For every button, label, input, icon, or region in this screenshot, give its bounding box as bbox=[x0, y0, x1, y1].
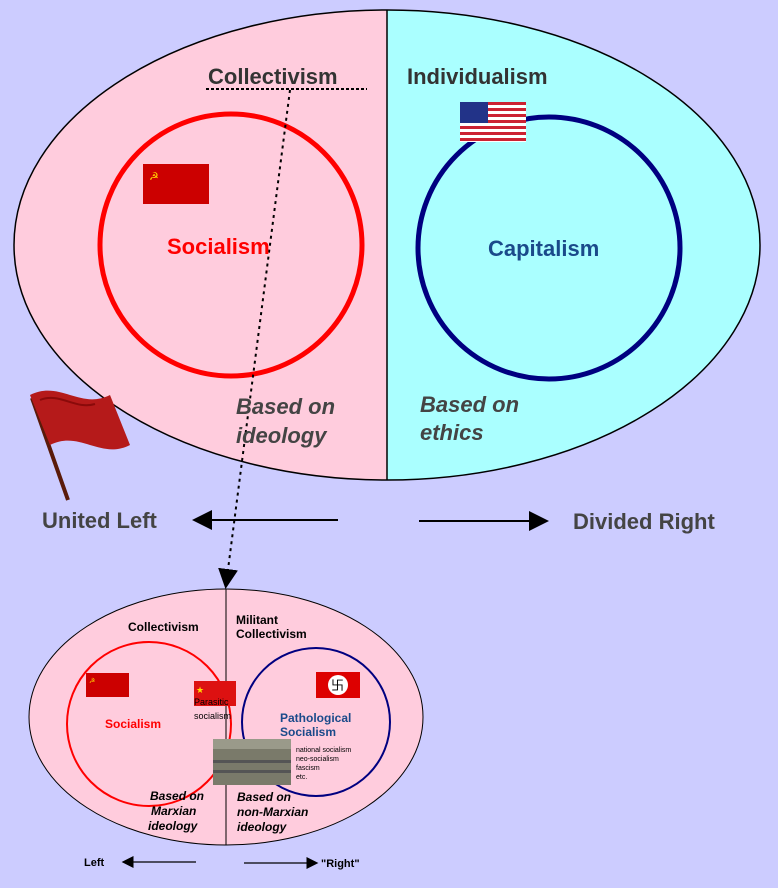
nonmarxian-line1: Based on bbox=[237, 790, 291, 804]
parasitic-line1: Parasitic bbox=[194, 697, 229, 707]
left-basis-line1: Based on bbox=[236, 394, 335, 419]
svg-text:卐: 卐 bbox=[331, 678, 344, 693]
right-basis-line1: Based on bbox=[420, 392, 519, 417]
marching-troops-image bbox=[213, 739, 291, 785]
mini-right-label: "Right" bbox=[321, 858, 360, 870]
marxian-line3: ideology bbox=[148, 819, 199, 833]
mini-socialism-circle bbox=[66, 641, 232, 807]
ussr-flag-icon: ☭ bbox=[143, 164, 209, 204]
bottom-ellipse bbox=[28, 588, 424, 846]
usa-flag-icon bbox=[460, 102, 526, 142]
svg-text:☭: ☭ bbox=[89, 677, 95, 685]
variant-1: national socialism bbox=[296, 747, 351, 754]
red-flag-icon bbox=[30, 390, 130, 501]
parasitic-line2: socialism bbox=[194, 711, 231, 721]
individualism-label: Individualism bbox=[407, 64, 548, 89]
pathological-line1: Pathological bbox=[280, 711, 351, 725]
top-ellipse bbox=[13, 9, 761, 481]
capitalism-label: Capitalism bbox=[488, 236, 599, 261]
nazi-flag-icon: 卐 bbox=[316, 672, 360, 698]
socialism-circle bbox=[97, 111, 365, 379]
militant-line2: Collectivism bbox=[236, 627, 307, 641]
pathological-line2: Socialism bbox=[280, 725, 336, 739]
marxian-line2: Marxian bbox=[151, 804, 196, 818]
nonmarxian-line2: non-Marxian bbox=[237, 805, 308, 819]
variant-3: fascism bbox=[296, 765, 320, 772]
mini-collectivism-label: Collectivism bbox=[128, 620, 199, 634]
mini-socialism-label: Socialism bbox=[105, 717, 161, 731]
right-basis-line2: ethics bbox=[420, 420, 484, 445]
divided-right-label: Divided Right bbox=[573, 509, 715, 534]
variant-4: etc. bbox=[296, 774, 307, 781]
capitalism-circle bbox=[415, 114, 683, 382]
marxian-line1: Based on bbox=[150, 789, 204, 803]
collectivism-label: Collectivism bbox=[208, 64, 338, 89]
nonmarxian-line3: ideology bbox=[237, 820, 288, 834]
svg-text:★: ★ bbox=[196, 685, 204, 695]
china-flag-icon: ★ bbox=[194, 681, 236, 706]
zoom-arrow bbox=[218, 89, 291, 589]
pathological-circle bbox=[241, 647, 391, 797]
mini-ussr-flag-icon: ☭ bbox=[86, 673, 129, 697]
militant-line1: Militant bbox=[236, 613, 278, 627]
united-left-label: United Left bbox=[42, 508, 158, 533]
socialism-label: Socialism bbox=[167, 234, 270, 259]
mini-left-label: Left bbox=[84, 857, 105, 869]
left-basis-line2: ideology bbox=[236, 423, 328, 448]
svg-text:☭: ☭ bbox=[149, 171, 159, 183]
variant-2: neo-socialism bbox=[296, 756, 339, 763]
